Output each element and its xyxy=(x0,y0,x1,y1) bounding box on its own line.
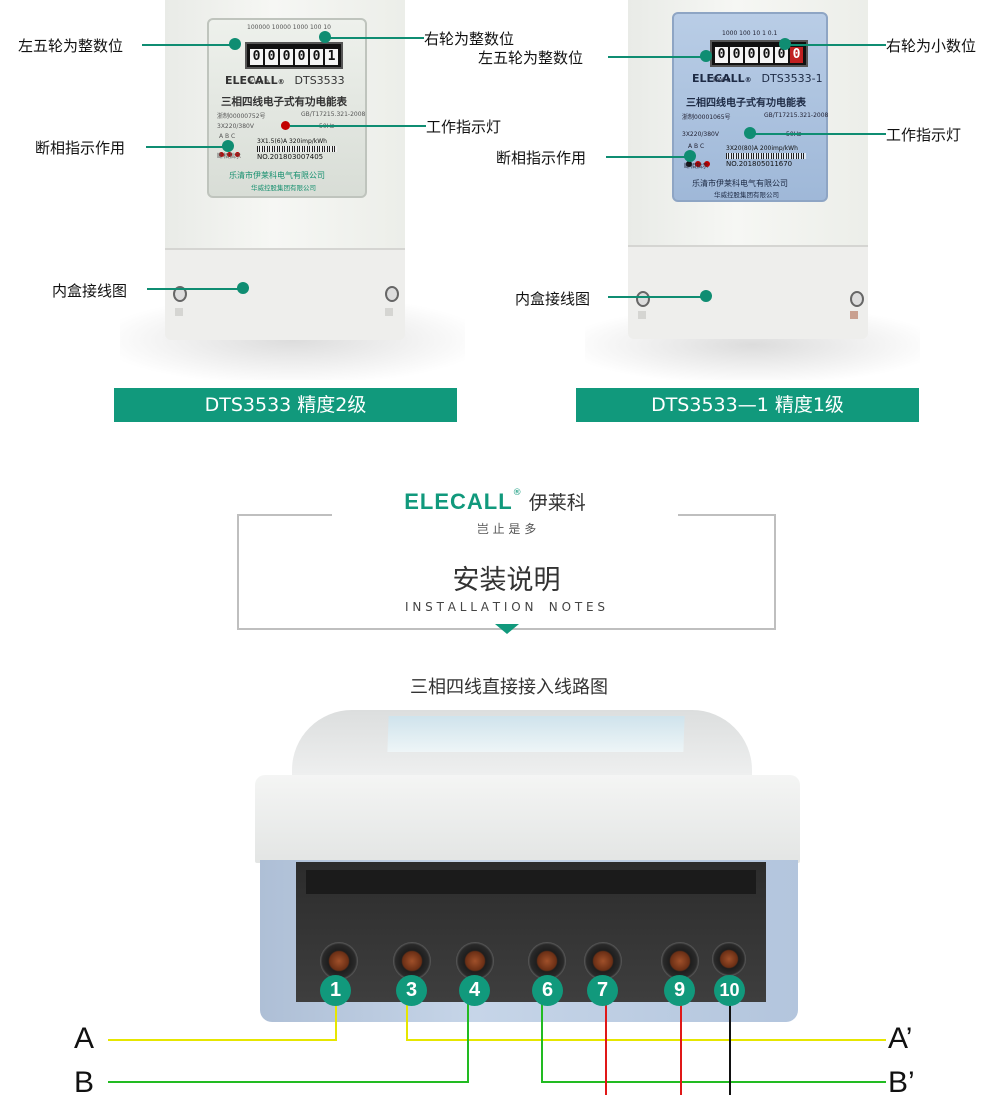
left-meter-unit: kW·h xyxy=(249,77,270,86)
left-meter-scale: 100000 10000 1000 100 10 xyxy=(247,24,331,31)
left-meter-screw-left xyxy=(173,286,187,302)
right-model-banner: DTS3533—1 精度1级 xyxy=(576,388,919,422)
left-meter-screw-right xyxy=(385,286,399,302)
right-right-wheel-dot xyxy=(779,38,791,50)
terminal-hole-9 xyxy=(661,942,699,980)
left-meter-rating: 3X1.5(6)A 320imp/kWh xyxy=(257,138,327,145)
terminal-1-badge: 1 xyxy=(320,975,351,1006)
right-label-left-wheel: 左五轮为整数位 xyxy=(478,49,584,67)
phase-label-a-out: A’ xyxy=(888,1022,913,1055)
diagram-caption: 三相四线直接接入线路图 xyxy=(410,677,608,698)
install-slogan: 岂 止 是 多 xyxy=(476,522,537,536)
left-meter-group: 华威控股集团有限公司 xyxy=(251,184,316,192)
terminal-hole-7 xyxy=(584,942,622,980)
right-inner-box-dot xyxy=(700,290,712,302)
terminal-hole-10 xyxy=(712,942,746,976)
left-right-wheel-dot xyxy=(319,31,331,43)
left-meter-barcode xyxy=(257,146,337,152)
wire-c-out xyxy=(680,1000,682,1095)
wire-b-out xyxy=(541,1081,886,1083)
meter-bottom-window xyxy=(387,716,685,752)
right-meter-phase-text: 断相指示 xyxy=(684,163,709,170)
terminal-7-badge: 7 xyxy=(587,975,618,1006)
install-brand-en: ELECALL xyxy=(404,489,513,514)
left-meter-phase-text: 断相指示 xyxy=(217,153,242,160)
left-meter-title: 三相四线电子式有功电能表 xyxy=(221,96,347,108)
wire-n xyxy=(729,1000,731,1095)
wire-a-out xyxy=(406,1039,886,1041)
phase-label-b-in: B xyxy=(74,1066,95,1099)
right-meter-maker: 乐清市伊莱科电气有限公司 xyxy=(692,179,788,188)
install-title: 安装说明 xyxy=(452,565,561,596)
left-label-right-wheel: 右轮为整数位 xyxy=(424,30,515,48)
left-meter-terminal-cover xyxy=(165,248,405,340)
left-inner-box-dot xyxy=(237,282,249,294)
terminal-4-badge: 4 xyxy=(459,975,490,1006)
left-meter-phase-leds xyxy=(219,142,240,161)
left-meter-voltage: 3X220/380V xyxy=(217,123,254,130)
right-meter-std: GB/T17215.321-2008 xyxy=(764,112,829,119)
right-meter-group: 华威控股集团有限公司 xyxy=(714,191,779,199)
left-phase-break-dot xyxy=(222,140,234,152)
right-meter-voltage: 3X220/380V xyxy=(682,131,719,138)
left-label-phase-break: 断相指示作用 xyxy=(35,139,126,157)
right-meter-phase-leds xyxy=(686,152,710,171)
terminal-hole-6 xyxy=(528,942,566,980)
right-meter-terminal-cover xyxy=(628,245,868,339)
left-meter-brand-row: ELECALL® DTS3533 xyxy=(225,74,345,87)
meter-bottom-front-cover xyxy=(255,775,800,863)
install-frame-arrow xyxy=(495,624,519,634)
right-left-wheel-dot xyxy=(700,50,712,62)
wire-b-in xyxy=(108,1081,468,1083)
right-meter-cert: 浙制00001065号 xyxy=(682,114,731,121)
right-meter-screw-right xyxy=(850,291,864,307)
right-phase-break-dot xyxy=(684,150,696,162)
terminal-9-badge: 9 xyxy=(664,975,695,1006)
right-label-right-wheel: 右轮为小数位 xyxy=(886,37,977,55)
phase-label-a-in: A xyxy=(74,1022,95,1055)
right-meter-brand-row: ELECALL® DTS3533-1 xyxy=(692,72,823,85)
wire-c-in xyxy=(605,1000,607,1095)
right-meter-serial: NO.201805011670 xyxy=(726,160,793,168)
phase-label-b-out: B’ xyxy=(888,1066,915,1099)
terminal-10-badge: 10 xyxy=(714,975,745,1006)
terminal-hole-4 xyxy=(456,942,494,980)
install-brand-cn: 伊莱科 xyxy=(528,492,586,514)
left-meter-cert: 浙制00000752号 xyxy=(217,113,266,120)
terminal-6-badge: 6 xyxy=(532,975,563,1006)
install-subtitle: I N S T A L L A T I O N N O T E S xyxy=(405,600,605,614)
right-label-phase-break: 断相指示作用 xyxy=(496,149,587,167)
right-label-work-light: 工作指示灯 xyxy=(886,126,962,144)
left-meter-std: GB/T17215.321-2008 xyxy=(301,111,366,118)
right-meter-title: 三相四线电子式有功电能表 xyxy=(686,98,806,109)
right-meter-barcode xyxy=(726,153,806,159)
left-meter-serial: NO.201803007405 xyxy=(257,153,324,161)
right-label-inner-box: 内盒接线图 xyxy=(515,290,591,308)
right-meter-rating: 3X20(80)A 200imp/kWh xyxy=(726,145,798,152)
left-meter-maker: 乐清市伊莱科电气有限公司 xyxy=(229,171,325,180)
terminal-hole-1 xyxy=(320,942,358,980)
left-left-wheel-dot xyxy=(229,38,241,50)
left-label-inner-box: 内盒接线图 xyxy=(52,282,128,300)
left-model-banner: DTS3533 精度2级 xyxy=(114,388,457,422)
left-meter-work-light xyxy=(281,121,290,130)
right-meter-scale: 1000 100 10 1 0.1 xyxy=(722,30,778,37)
right-meter-abc: A B C xyxy=(688,143,705,150)
right-meter-unit: kW·h xyxy=(713,76,731,84)
wire-a-in xyxy=(108,1039,336,1041)
left-meter-abc: A B C xyxy=(219,133,236,140)
left-label-work-light: 工作指示灯 xyxy=(426,118,502,136)
right-meter-screw-left xyxy=(636,291,650,307)
terminal-hole-3 xyxy=(393,942,431,980)
terminal-3-badge: 3 xyxy=(396,975,427,1006)
install-logo: ELECALL® 伊莱科 xyxy=(404,488,586,514)
right-work-light-dot xyxy=(744,127,756,139)
left-label-left-wheel: 左五轮为整数位 xyxy=(18,37,124,55)
